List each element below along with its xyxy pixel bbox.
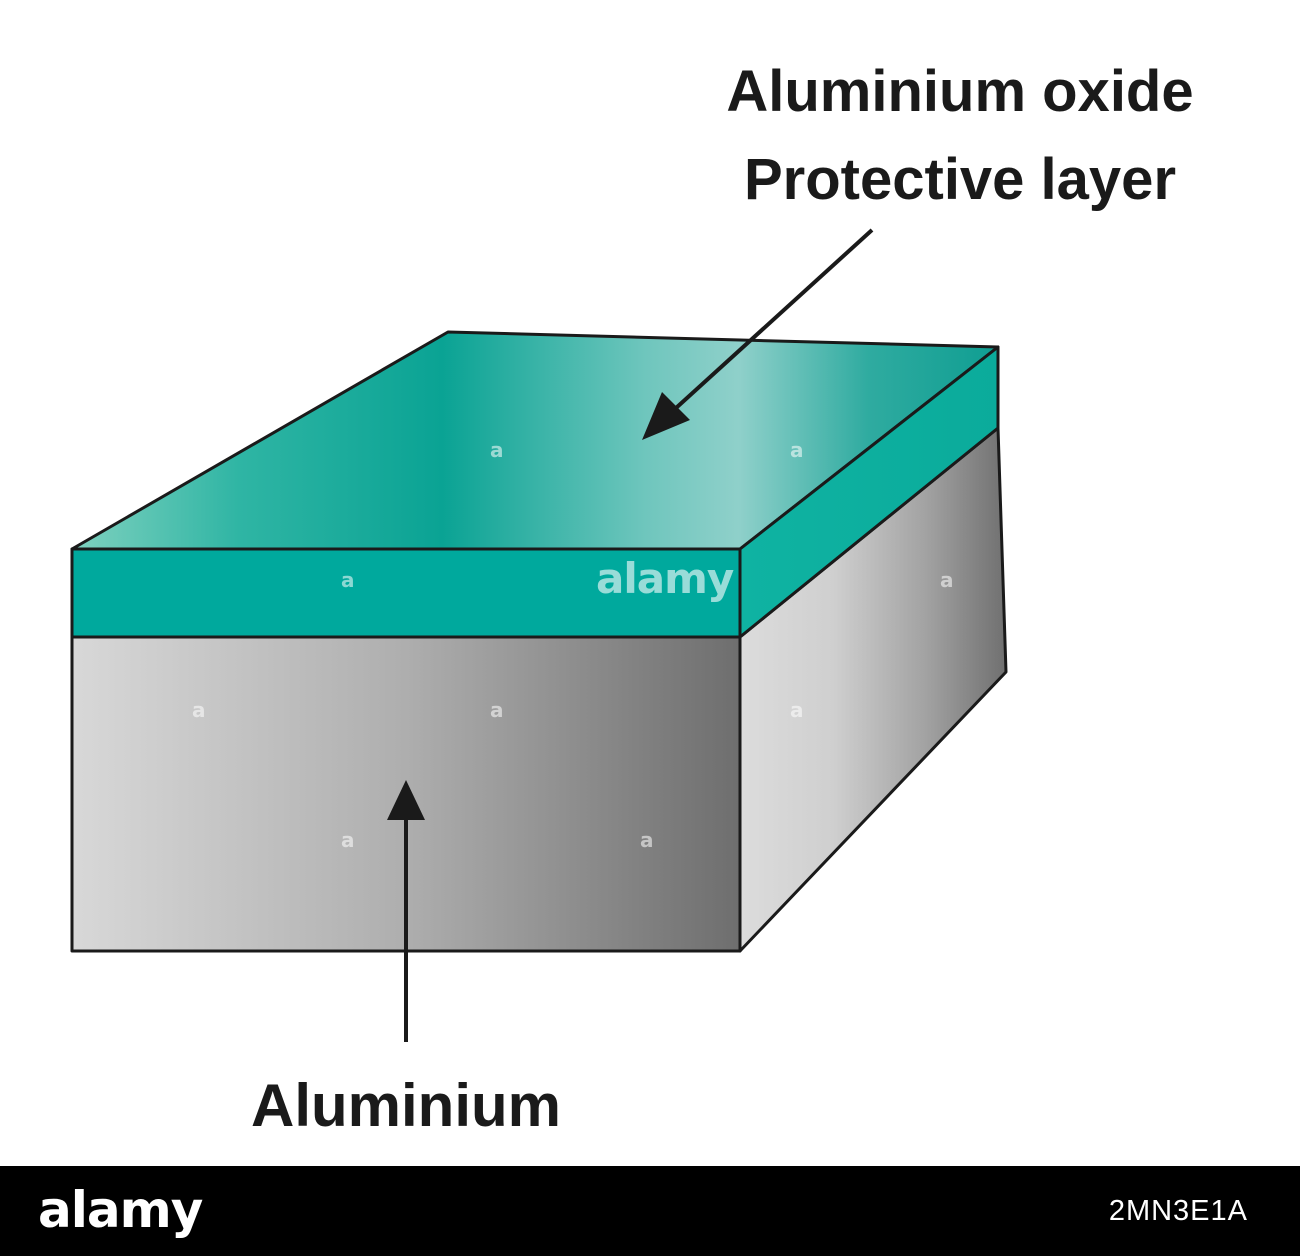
oxide-layer-front-face (70, 547, 742, 639)
stock-footer-bar: alamy 2MN3E1A (0, 1166, 1300, 1256)
oxide-label-line2: Protective layer (743, 147, 1177, 212)
image-code: 2MN3E1A (1108, 1195, 1248, 1227)
aluminium-arrow (387, 780, 425, 1042)
aluminium-label: Aluminium (251, 1072, 561, 1139)
alamy-logo: alamy (38, 1181, 203, 1239)
oxide-arrow (642, 228, 874, 440)
oxide-layer-label: Aluminium oxide Protective layer (650, 48, 1270, 224)
oxide-label-line1: Aluminium oxide (726, 59, 1194, 124)
oxide-layer-side-face (738, 345, 1000, 639)
aluminium-block-diagram (70, 228, 1008, 1042)
